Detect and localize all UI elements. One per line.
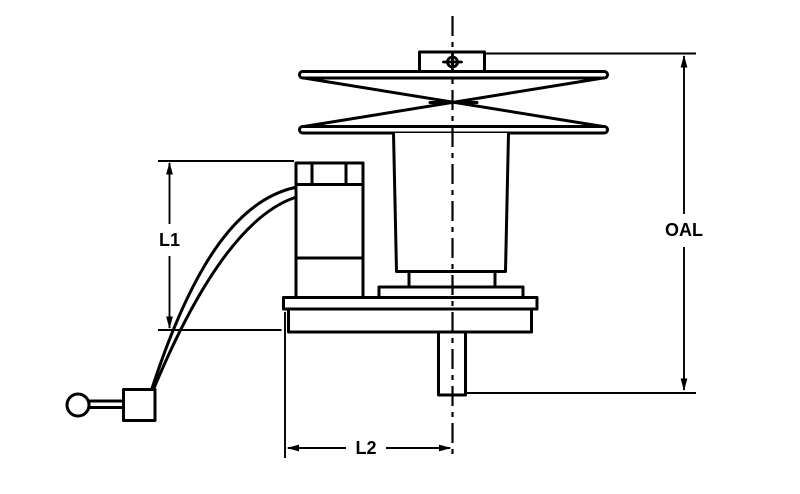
control-cables: [150, 186, 297, 392]
oal-label: OAL: [665, 220, 703, 240]
l2-arrow-left-icon: [286, 444, 299, 452]
l1-arrow-up-icon: [166, 162, 173, 175]
dimension-l1: L1: [158, 160, 294, 331]
l1-arrow-down-icon: [166, 316, 173, 329]
motor-unit: [294, 161, 365, 299]
l2-label: L2: [355, 438, 376, 458]
pendant-switch-box: [122, 388, 157, 422]
pendant-ball-knob: [65, 392, 91, 418]
base-top-plate: [282, 296, 539, 311]
l2-arrow-right-icon: [439, 444, 452, 452]
base-block: [287, 307, 533, 334]
dimension-oal: OAL: [466, 52, 703, 394]
pendant-control: [65, 388, 157, 422]
cable-inner: [151, 196, 297, 392]
dimension-l2: L2: [284, 312, 452, 458]
cable-outer: [150, 186, 297, 392]
pendant-rod: [87, 399, 126, 409]
oal-arrow-up-icon: [680, 55, 688, 68]
l1-label: L1: [159, 230, 180, 250]
oal-arrow-down-icon: [680, 378, 688, 391]
drum-housing: [392, 132, 510, 273]
lower-flange: [377, 285, 525, 299]
